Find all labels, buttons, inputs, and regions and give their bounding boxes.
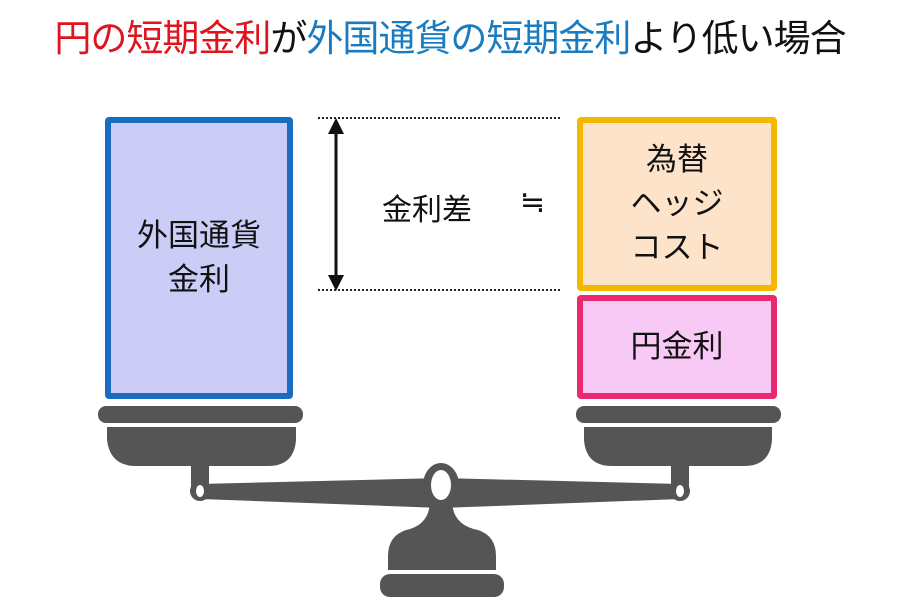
foreign-rate-label: 外国通貨 金利	[137, 218, 261, 298]
yen-rate-box: 円金利	[577, 295, 777, 399]
foreign-rate-box: 外国通貨 金利	[105, 117, 293, 399]
hedge-cost-box: 為替 ヘッジ コスト	[577, 117, 777, 291]
rate-spread-label: 金利差	[382, 193, 472, 228]
top-dotted-line	[318, 117, 560, 119]
double-arrow-icon	[328, 118, 344, 291]
title-yen-rate: 円の短期金利	[54, 17, 271, 60]
title-suffix: より低い場合	[630, 17, 846, 60]
scale-icon	[98, 406, 781, 597]
diagram-title: 円の短期金利が外国通貨の短期金利より低い場合	[0, 14, 900, 64]
approx-equal-symbol: ≒	[520, 185, 546, 220]
hedge-cost-label: 為替 ヘッジ コスト	[630, 142, 724, 266]
title-connector: が	[270, 17, 307, 60]
bottom-dotted-line	[318, 289, 560, 291]
title-foreign-rate: 外国通貨の短期金利	[306, 17, 631, 60]
yen-rate-label: 円金利	[630, 329, 724, 365]
